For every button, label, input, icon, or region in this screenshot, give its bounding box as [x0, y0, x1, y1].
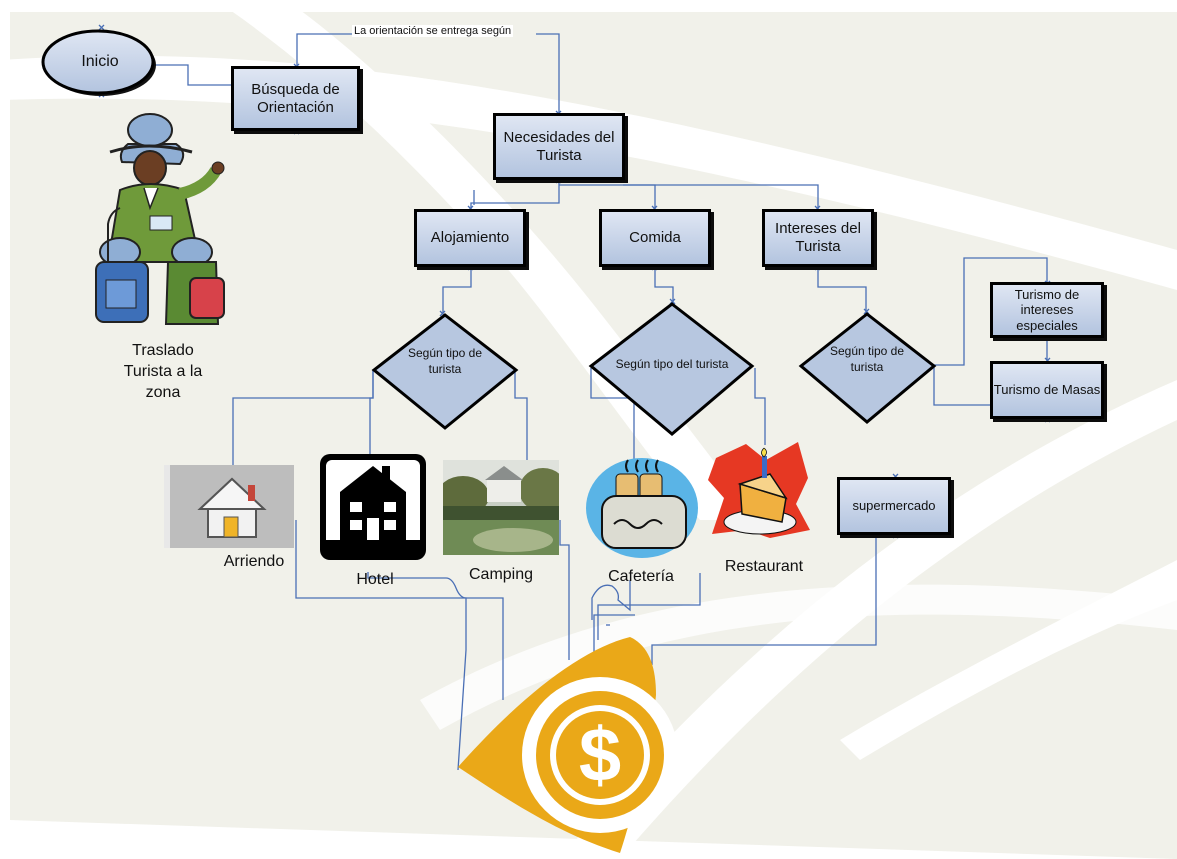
- house-icon: [164, 465, 294, 548]
- node-busqueda[interactable]: Búsqueda de Orientación: [231, 66, 360, 131]
- node-supermercado[interactable]: supermercado: [837, 477, 951, 535]
- traslado-label: Traslado Turista a la zona: [123, 342, 203, 401]
- decision-alojamiento[interactable]: [370, 310, 520, 434]
- decision-intereses-label: Según tipo de turista: [829, 344, 905, 374]
- dollar-icon: $: [458, 637, 678, 853]
- node-turismo-masas[interactable]: Turismo de Masas: [990, 361, 1104, 419]
- start-node[interactable]: [40, 28, 160, 102]
- decision-comida[interactable]: [586, 300, 756, 438]
- node-intereses[interactable]: Intereses del Turista: [762, 209, 874, 267]
- camping-photo-icon: [443, 460, 559, 555]
- node-alojamiento[interactable]: Alojamiento: [414, 209, 526, 267]
- decision-alojamiento-label: Según tipo de turista: [407, 346, 483, 376]
- camping-label: Camping: [468, 566, 534, 583]
- cafeteria-label: Cafetería: [608, 568, 674, 585]
- decision-intereses[interactable]: [798, 310, 938, 426]
- node-turismo-especiales[interactable]: Turismo de intereses especiales: [990, 282, 1104, 338]
- restaurant-label: Restaurant: [724, 558, 804, 575]
- arriendo-label: Arriendo: [223, 553, 285, 570]
- tour-guide-icon: [95, 113, 225, 325]
- toaster-icon: [586, 458, 698, 558]
- hotel-label: Hotel: [356, 571, 394, 588]
- svg-text:$: $: [579, 713, 621, 798]
- cake-icon: [708, 442, 810, 538]
- hotel-icon: [320, 454, 426, 560]
- start-label: Inicio: [81, 53, 119, 70]
- orientation-annotation: La orientación se entrega según: [352, 25, 514, 37]
- node-necesidades[interactable]: Necesidades del Turista: [493, 113, 625, 180]
- decision-comida-label: Según tipo del turista: [615, 357, 729, 371]
- node-comida[interactable]: Comida: [599, 209, 711, 267]
